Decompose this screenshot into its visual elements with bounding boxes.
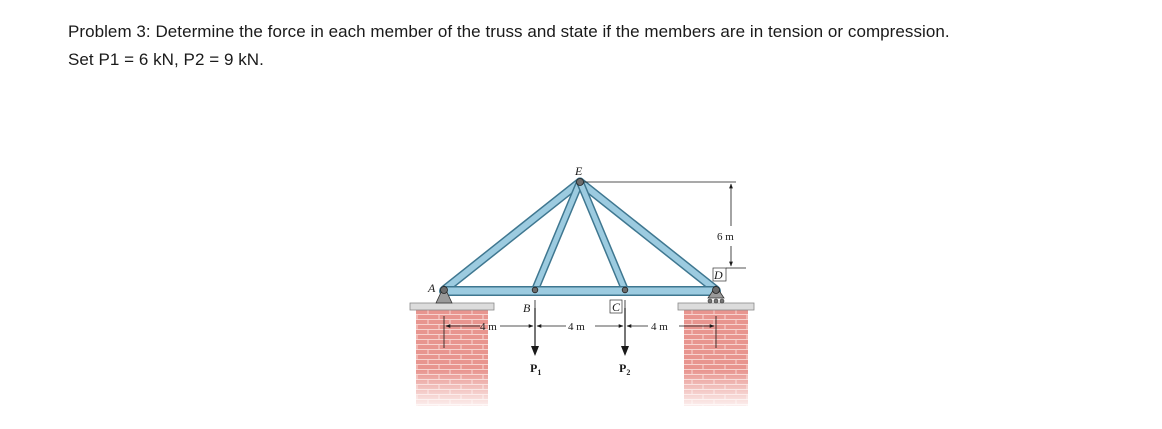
dimension-height: 6 m — [717, 231, 734, 243]
dimension-ab: 4 m — [480, 321, 497, 333]
joint-label-d-box — [712, 267, 727, 282]
joint-label-c-box — [609, 299, 623, 314]
pin-c — [621, 286, 629, 294]
load-p2: P2 — [619, 308, 630, 377]
dimension-cd: 4 m — [651, 321, 668, 333]
dimension-bc: 4 m — [568, 321, 585, 333]
truss-figure: A B C D E 4 m 4 m 4 m 6 — [400, 150, 760, 420]
member-ed — [575, 177, 721, 295]
joint-pins — [531, 178, 629, 294]
joint-label-c: C — [612, 300, 621, 314]
joint-label-d: D — [713, 268, 723, 282]
left-support-pier — [409, 302, 495, 410]
problem-line-1: Problem 3: Determine the force in each m… — [68, 22, 950, 41]
load-p1: P1 — [530, 308, 541, 377]
truss-members — [439, 177, 721, 296]
joint-label-a: A — [427, 281, 436, 295]
height-dimension: 6 m — [584, 181, 746, 269]
support-d — [707, 285, 725, 304]
load-label-p1-sub: 1 — [537, 368, 541, 377]
problem-line-2: Set P1 = 6 kN, P2 = 9 kN. — [68, 50, 264, 69]
load-label-p2: P — [619, 361, 626, 375]
support-a — [435, 285, 453, 304]
problem-statement: Problem 3: Determine the force in each m… — [68, 18, 950, 74]
svg-text:P1: P1 — [530, 361, 541, 377]
pin-b — [531, 286, 539, 294]
pin-e — [576, 178, 584, 186]
member-be — [531, 178, 584, 294]
joint-label-e: E — [574, 164, 583, 178]
truss-diagram: A B C D E 4 m 4 m 4 m 6 — [409, 164, 755, 410]
svg-text:P2: P2 — [619, 361, 630, 377]
member-ae — [439, 177, 585, 295]
member-ce — [576, 178, 629, 294]
joint-label-b: B — [523, 301, 531, 315]
load-label-p2-sub: 2 — [626, 368, 630, 377]
load-label-p1: P — [530, 361, 537, 375]
